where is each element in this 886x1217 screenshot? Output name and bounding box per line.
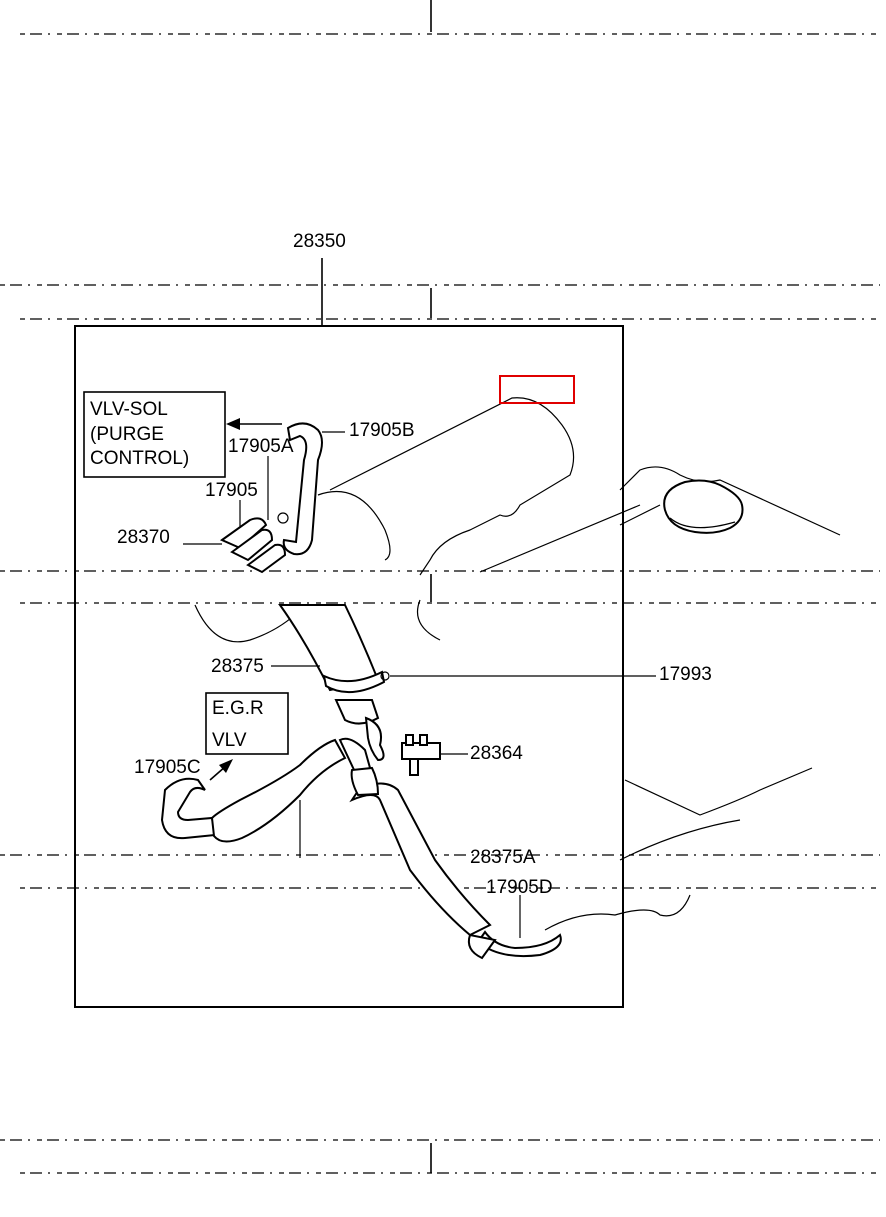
hose-17905c-icon bbox=[160, 738, 347, 843]
hose-28375a-icon bbox=[349, 766, 492, 937]
scan-artifacts bbox=[0, 0, 880, 1174]
callout-17993: 17993 bbox=[659, 664, 712, 685]
callout-17905: 17905 bbox=[205, 480, 258, 501]
hose-17905b-icon bbox=[282, 422, 323, 556]
pipe-bracket-28370-icon bbox=[219, 512, 289, 574]
vlv-sol-line1: VLV-SOL bbox=[90, 399, 168, 420]
sensor-28364-icon bbox=[401, 734, 441, 776]
callout-17905a: 17905A bbox=[228, 436, 294, 457]
filler-cap-icon bbox=[663, 479, 744, 534]
hose-17905d-icon bbox=[467, 930, 562, 960]
callout-28375: 28375 bbox=[211, 656, 264, 677]
callout-17905d: 17905D bbox=[486, 877, 553, 898]
vlv-sol-line2: (PURGE bbox=[90, 424, 164, 445]
egr-vlv-box: E.G.R VLV bbox=[205, 692, 289, 755]
callout-28364: 28364 bbox=[470, 743, 523, 764]
callouts: 17905B 17905A 17905 28370 28375 17993 28… bbox=[117, 420, 712, 898]
callout-28370: 28370 bbox=[117, 527, 170, 548]
highlight-box bbox=[499, 375, 575, 404]
vlv-sol-box: VLV-SOL (PURGE CONTROL) bbox=[83, 391, 226, 478]
detail-frame bbox=[74, 325, 624, 1008]
leader-lines bbox=[183, 431, 656, 938]
callout-17905c: 17905C bbox=[134, 757, 201, 778]
callout-17905b: 17905B bbox=[349, 420, 415, 441]
arrow-to-vlv-sol-icon bbox=[226, 418, 282, 430]
vlv-sol-line3: CONTROL) bbox=[90, 448, 189, 469]
assembly-number: 28350 bbox=[293, 231, 346, 252]
egr-line1: E.G.R bbox=[212, 698, 264, 719]
arrow-to-egr-icon bbox=[209, 759, 233, 781]
callout-28375a: 28375A bbox=[470, 847, 536, 868]
egr-line2: VLV bbox=[212, 730, 247, 751]
hose-28375-icon bbox=[278, 604, 390, 725]
